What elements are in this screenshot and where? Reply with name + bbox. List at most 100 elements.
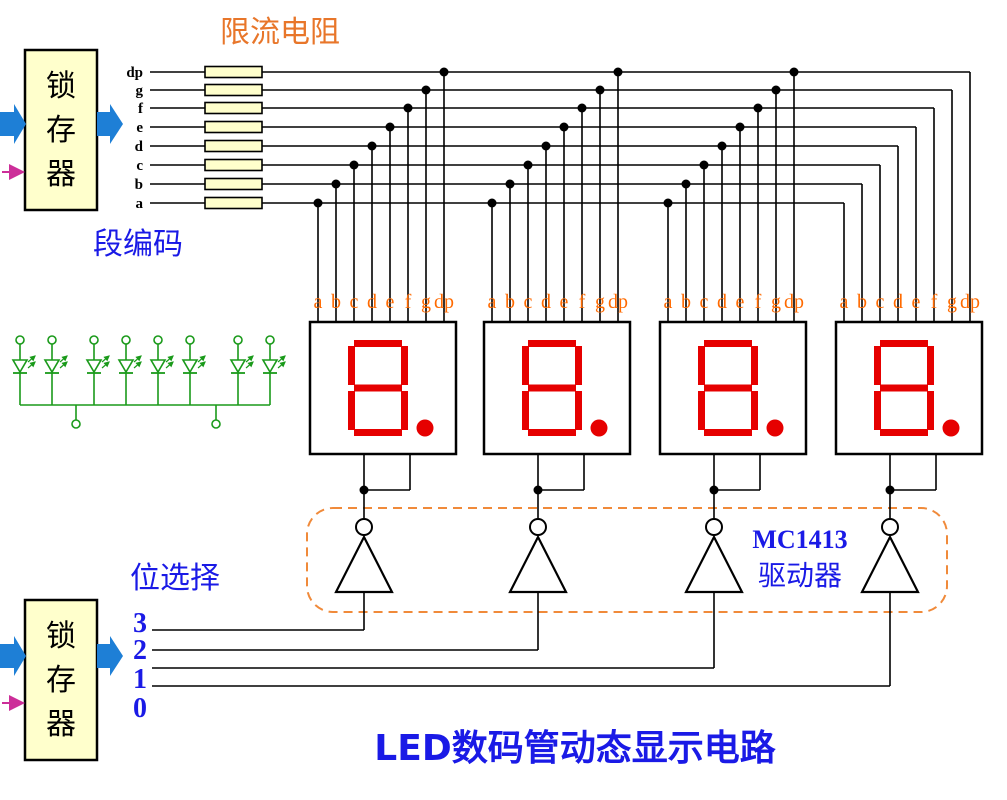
pin-label: g	[421, 291, 431, 313]
pin-label: d	[541, 291, 551, 313]
segment-e	[348, 391, 355, 430]
led-body	[149, 359, 167, 374]
segment-a	[528, 340, 576, 347]
latch-bottom-char-2: 存	[46, 663, 76, 698]
driver-label-line1: MC1413	[752, 525, 847, 554]
led-terminal	[265, 335, 275, 345]
pin-label: g	[771, 291, 781, 313]
bus-label: c	[136, 158, 143, 174]
led-light-arrow	[133, 355, 142, 363]
junction-dot	[359, 485, 369, 495]
bus-label: b	[135, 177, 143, 193]
latch-top-input-arrow	[0, 104, 26, 144]
inverter-bubble	[355, 518, 373, 536]
pin-label: b	[681, 291, 691, 313]
pin-label: d	[717, 291, 727, 313]
led-light-arrow	[133, 361, 142, 369]
pin-label: c	[524, 291, 533, 313]
inverter-gate	[684, 534, 744, 594]
pin-label: dp	[608, 291, 628, 313]
seven-segment-digit	[834, 320, 984, 456]
latch-top-output-arrow	[97, 104, 123, 144]
pin-label: e	[912, 291, 921, 313]
led-light-arrow	[59, 355, 68, 363]
segment-f	[874, 346, 881, 385]
resistor	[204, 120, 263, 134]
led-diode	[149, 335, 174, 405]
inverter-bubble	[529, 518, 547, 536]
junction-dot	[681, 179, 691, 189]
pin-label: dp	[960, 291, 980, 313]
led-diode	[85, 335, 110, 405]
led-light-arrow	[27, 355, 36, 363]
pin-label: f	[755, 291, 762, 313]
led-light-arrow	[27, 361, 36, 369]
position-select-label: 位选择	[130, 561, 220, 596]
junction-dot	[613, 67, 623, 77]
led-light-arrow	[245, 361, 254, 369]
junction-dot	[789, 67, 799, 77]
junction-dot	[533, 485, 543, 495]
segment-b	[927, 346, 934, 385]
junction-dot	[523, 160, 533, 170]
position-label: 3	[133, 608, 147, 639]
driver-label-line2: 驱动器	[758, 559, 842, 592]
junction-dot	[349, 160, 359, 170]
junction-dot	[403, 103, 413, 113]
latch-bottom-input-arrow	[0, 636, 26, 676]
resistor	[204, 158, 263, 172]
bus-label: e	[136, 120, 143, 136]
segment-d	[354, 429, 402, 436]
junction-dot	[385, 122, 395, 132]
led-terminal	[121, 335, 131, 345]
driver-dashed-box	[306, 507, 948, 613]
inverter-bubble	[705, 518, 723, 536]
pin-label: f	[931, 291, 938, 313]
pin-label: d	[367, 291, 377, 313]
junction-dot	[717, 141, 727, 151]
pin-label: a	[664, 291, 673, 313]
resistor-label: 限流电阻	[220, 15, 340, 50]
led-light-arrow	[277, 361, 286, 369]
segment-dp	[416, 419, 434, 437]
junction-dot	[663, 198, 673, 208]
bus-label: a	[136, 196, 144, 212]
inverter-gate	[334, 534, 394, 594]
led-diode	[11, 335, 36, 405]
segment-g	[880, 384, 928, 392]
inverter-gate	[508, 534, 568, 594]
segment-code-label: 段编码	[93, 227, 183, 262]
led-body	[229, 359, 247, 374]
led-diode	[181, 335, 206, 405]
position-label: 0	[133, 693, 147, 724]
led-body	[117, 359, 135, 374]
junction-dot	[421, 85, 431, 95]
pin-label: e	[736, 291, 745, 313]
led-common-terminal	[71, 419, 81, 429]
led-body	[181, 359, 199, 374]
pin-label: g	[595, 291, 605, 313]
segment-d	[704, 429, 752, 436]
pin-label: f	[405, 291, 412, 313]
segment-c	[401, 391, 408, 430]
pin-label: f	[579, 291, 586, 313]
pin-label: e	[560, 291, 569, 313]
pin-label: a	[840, 291, 849, 313]
junction-dot	[753, 103, 763, 113]
resistor	[204, 139, 263, 153]
led-light-arrow	[59, 361, 68, 369]
segment-e	[698, 391, 705, 430]
latch-top: 锁 存 器	[0, 48, 123, 212]
led-common-terminal	[211, 419, 221, 429]
segment-f	[698, 346, 705, 385]
segment-c	[751, 391, 758, 430]
led-terminal	[15, 335, 25, 345]
segment-b	[401, 346, 408, 385]
led-body	[85, 359, 103, 374]
pin-label: a	[314, 291, 323, 313]
junction-dot	[885, 485, 895, 495]
resistor	[204, 177, 263, 191]
seven-segment-digit	[308, 320, 458, 456]
led-diode	[43, 335, 68, 405]
